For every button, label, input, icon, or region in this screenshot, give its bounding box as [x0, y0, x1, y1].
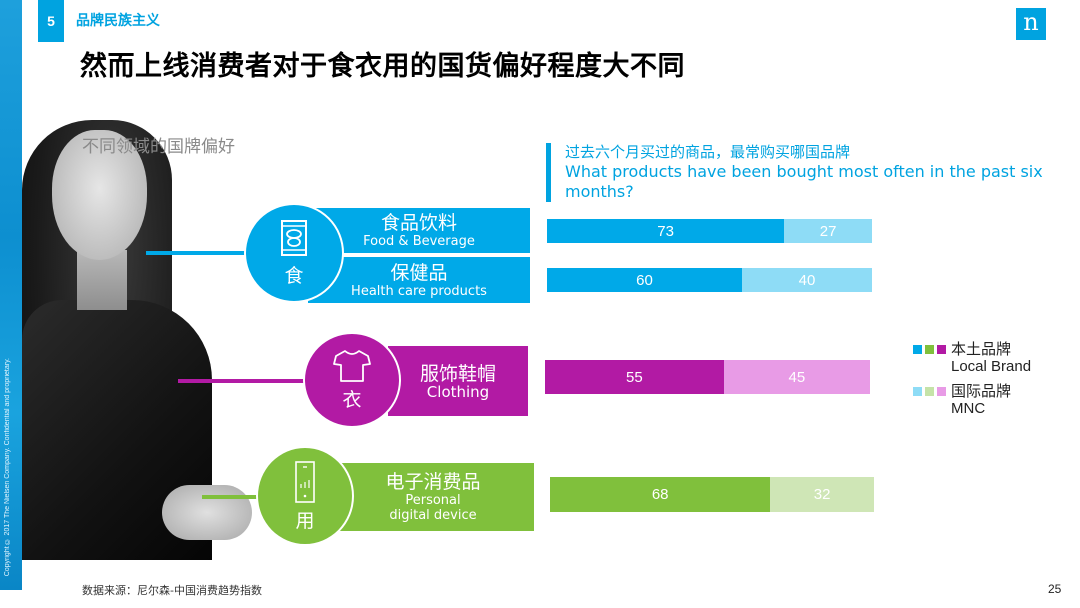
page-number: 25 — [1048, 582, 1062, 596]
device-group-circle: 用 — [256, 446, 354, 546]
chart-legend: 本土品牌 Local Brand 国际品牌 MNC — [913, 340, 1031, 424]
legend-mnc: 国际品牌 MNC — [913, 382, 1031, 418]
bar-personal-digital-device: 68 32 — [550, 477, 874, 512]
category-en: Health care products — [351, 283, 487, 299]
category-cn: 电子消费品 — [385, 471, 481, 493]
bar-clothing: 55 45 — [545, 360, 870, 394]
clothing-group-circle: 衣 — [303, 332, 401, 428]
category-cn: 服饰鞋帽 — [419, 362, 496, 385]
data-source: 数据来源：尼尔森-中国消费趋势指数 — [82, 584, 262, 597]
bar-local-segment: 55 — [545, 360, 724, 394]
legend-swatch-blue — [913, 345, 922, 354]
bar-mnc-segment: 40 — [742, 268, 872, 292]
nielsen-logo: n — [1016, 8, 1046, 40]
photo-hand — [162, 485, 252, 540]
bar-mnc-segment: 32 — [770, 477, 874, 512]
device-connector-line — [202, 495, 262, 499]
legend-local-brand: 本土品牌 Local Brand — [913, 340, 1031, 376]
bar-mnc-segment: 27 — [784, 219, 872, 243]
category-en: Food & Beverage — [363, 234, 475, 249]
legend-swatch-purple — [937, 345, 946, 354]
category-en-line2: digital device — [389, 508, 477, 523]
category-en-line1: Personal — [405, 493, 461, 508]
category-en: Clothing — [426, 382, 490, 401]
section-number-badge: 5 — [38, 0, 64, 42]
photo-face — [52, 130, 147, 260]
section-title: 品牌民族主义 — [76, 13, 160, 29]
category-clothing: 服饰鞋帽 Clothing — [388, 346, 528, 416]
chart-question: 过去六个月买过的商品，最常购买哪国品牌 What products have b… — [546, 143, 1046, 202]
legend-swatch-light-green — [925, 387, 934, 396]
smartphone-icon — [295, 460, 315, 503]
group-glyph: 用 — [295, 509, 315, 532]
legend-swatch-light-blue — [913, 387, 922, 396]
bar-mnc-segment: 45 — [723, 360, 870, 394]
page-title: 然而上线消费者对于食衣用的国货偏好程度大不同 — [80, 51, 685, 82]
legend-label-en: Local Brand — [951, 358, 1032, 375]
bar-health-care: 60 40 — [547, 268, 872, 292]
bar-local-segment: 60 — [547, 268, 742, 292]
category-cn: 食品饮料 — [380, 212, 457, 234]
photo-neck — [77, 250, 127, 310]
legend-swatch-green — [925, 345, 934, 354]
woman-photo — [22, 100, 272, 560]
left-subtitle: 不同领域的国牌偏好 — [82, 137, 235, 157]
category-cn: 保健品 — [390, 261, 448, 284]
food-group-circle: 食 — [244, 203, 344, 303]
bar-local-segment: 73 — [547, 219, 785, 243]
legend-label-cn: 国际品牌 — [951, 382, 1012, 400]
category-food-beverage: 食品饮料 Food & Beverage — [308, 208, 530, 253]
clothing-connector-line — [178, 379, 308, 383]
bar-food-beverage: 73 27 — [547, 219, 872, 243]
group-glyph: 衣 — [342, 388, 362, 411]
food-connector-line — [146, 251, 271, 255]
tshirt-icon — [333, 349, 371, 382]
category-personal-digital-device: 电子消费品 Personal digital device — [332, 463, 534, 531]
legend-swatch-light-purple — [937, 387, 946, 396]
side-strip: Copyright © 2017 The Nielsen Company. Co… — [0, 0, 22, 590]
legend-label-cn: 本土品牌 — [951, 340, 1012, 358]
question-cn: 过去六个月买过的商品，最常购买哪国品牌 — [565, 143, 851, 161]
copyright-text: Copyright © 2017 The Nielsen Company. Co… — [4, 357, 11, 576]
legend-label-en: MNC — [951, 400, 986, 417]
group-glyph: 食 — [284, 264, 304, 287]
food-bag-icon — [281, 219, 307, 256]
question-en: What products have been bought most ofte… — [565, 162, 1043, 201]
bar-local-segment: 68 — [550, 477, 771, 512]
category-health-care: 保健品 Health care products — [308, 257, 530, 303]
